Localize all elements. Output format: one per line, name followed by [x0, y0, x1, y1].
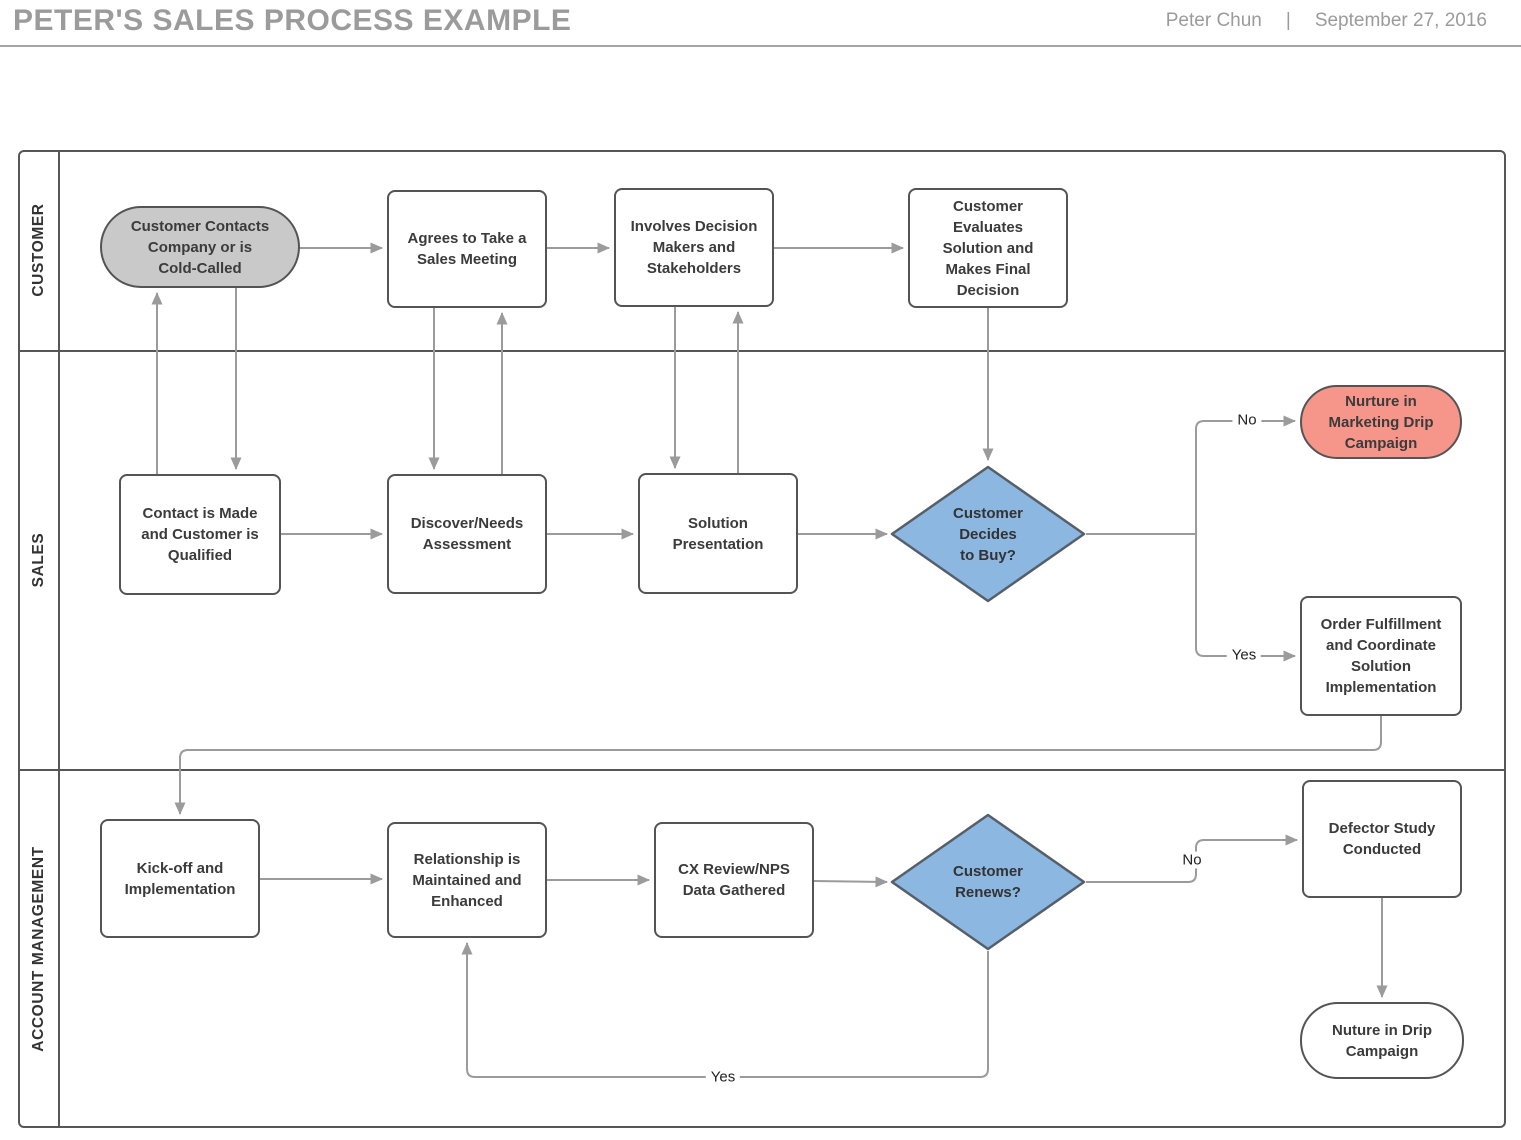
node-kickoff: Kick-off and Implementation	[100, 819, 260, 938]
decision-customer-decides-to-buy: Customer Decides to Buy?	[890, 465, 1086, 603]
edge-order-to-kickoff	[174, 716, 1382, 815]
edge-decision-no-to-nurture	[1195, 415, 1296, 534]
terminator-nurture-marketing-drip: Nurture in Marketing Drip Campaign	[1300, 385, 1462, 459]
page-title: PETER'S SALES PROCESS EXAMPLE	[13, 4, 572, 37]
node-cx-review: CX Review/NPS Data Gathered	[654, 822, 814, 938]
node-contact-made: Contact is Made and Customer is Qualifie…	[119, 474, 281, 595]
decision-label: Customer Renews?	[952, 863, 1023, 901]
edge-renews-yes-to-relationship	[461, 942, 989, 1078]
terminator-customer-contacts: Customer Contacts Company or is Cold-Cal…	[100, 206, 300, 288]
swimlane-frame	[18, 150, 1506, 1128]
node-order-fulfillment: Order Fulfillment and Coordinate Solutio…	[1300, 596, 1462, 716]
author-name: Peter Chun	[1165, 10, 1262, 31]
node-relationship-maintained: Relationship is Maintained and Enhanced	[387, 822, 547, 938]
document-meta: Peter Chun | September 27, 2016	[1166, 10, 1487, 32]
node-defector-study: Defector Study Conducted	[1302, 780, 1462, 898]
document-date: September 27, 2016	[1314, 10, 1487, 31]
terminator-nuture-drip: Nuture in Drip Campaign	[1300, 1002, 1464, 1079]
node-involves-decision-makers: Involves Decision Makers and Stakeholder…	[614, 188, 774, 307]
decision-diamond-shape	[890, 813, 1086, 951]
lane-divider-sales-account	[18, 769, 1506, 771]
header-divider	[0, 45, 1521, 47]
node-solution-presentation: Solution Presentation	[638, 473, 798, 594]
edge-decision-yes-to-order	[1195, 534, 1296, 662]
edge-cx-to-renews	[813, 876, 888, 888]
edge-label-renew-yes: Yes	[705, 1068, 741, 1086]
node-customer-evaluates: Customer Evaluates Solution and Makes Fi…	[908, 188, 1068, 308]
node-agrees-meeting: Agrees to Take a Sales Meeting	[387, 190, 547, 308]
lane-label-column-divider	[58, 150, 60, 1128]
edge-label-buy-yes: Yes	[1226, 646, 1262, 664]
decision-customer-renews: Customer Renews?	[890, 813, 1086, 951]
lane-divider-customer-sales	[18, 350, 1506, 352]
decision-label: Customer Decides to Buy?	[952, 504, 1023, 564]
edge-label-renew-no: No	[1177, 851, 1207, 869]
meta-separator: |	[1285, 10, 1291, 31]
node-discover-needs: Discover/Needs Assessment	[387, 474, 547, 594]
edge-label-buy-no: No	[1232, 411, 1262, 429]
decision-diamond-shape	[890, 465, 1086, 603]
